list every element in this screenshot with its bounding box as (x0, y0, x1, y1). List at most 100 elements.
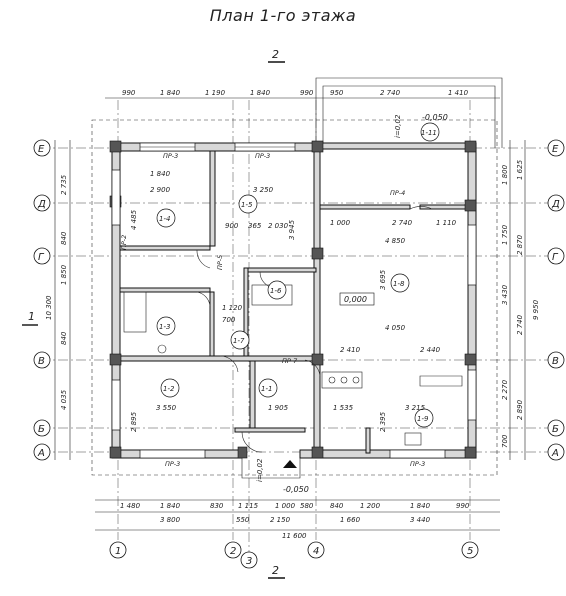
bottom-dim-r1-8: 1 840 (410, 502, 431, 510)
right-dim-3: 2 890 (516, 399, 524, 420)
interior-dim-17: 1 000 (330, 219, 351, 227)
top-dim-5: 950 (330, 89, 344, 97)
bottom-dim-r1-0: 1 480 (120, 502, 141, 510)
left-dim-2: 1 850 (60, 264, 68, 285)
interior-dim-12: 1 905 (268, 404, 289, 412)
section-mark-bottom: 2 (272, 564, 279, 577)
level-mark-main-box (339, 292, 375, 306)
left-dim-1: 840 (60, 231, 68, 245)
interior-dim-13: 1 535 (333, 404, 354, 412)
left-total: 10 300 (45, 295, 53, 320)
right-inner-dim-1: 1 750 (501, 224, 509, 245)
left-dim-3: 840 (60, 331, 68, 345)
room-label-1-3: 1-3 (159, 323, 170, 331)
room-label-1-8: 1-8 (393, 280, 405, 288)
interior-dim-19: 1 110 (436, 219, 457, 227)
fixtures (123, 284, 463, 446)
axis-label-v-left: В (38, 356, 45, 367)
bottom-dim-r2-4: 3 440 (410, 516, 431, 524)
interior-dim-4: 3 945 (288, 219, 296, 240)
axis-label-1: 1 (115, 546, 121, 557)
top-dim-3: 1 840 (250, 89, 271, 97)
partition-label-2: ПР-4 (390, 189, 405, 197)
dimension-lines (54, 97, 526, 531)
right-dim-0: 1 625 (516, 159, 524, 180)
slope-mark-top: i=0,02 (394, 114, 402, 138)
partition-label-6: ПР-7 (282, 357, 298, 365)
level-mark-entry: -0,050 (283, 485, 309, 494)
bottom-dim-r1-7: 1 200 (360, 502, 381, 510)
windows (111, 142, 477, 459)
axis-label-g-right: Г (552, 252, 559, 263)
page-title: План 1-го этажа (209, 6, 357, 25)
top-dim-6: 2 740 (380, 89, 401, 97)
section-mark-top: 2 (272, 48, 279, 61)
partition-label-7: ПР-5 (216, 255, 224, 270)
interior-dim-21: 365 (248, 222, 262, 230)
bottom-total: 11 600 (282, 532, 307, 540)
interior-dim-18: 2 740 (392, 219, 413, 227)
axis-bubbles-right (547, 139, 565, 461)
interior-dim-8: 4 050 (385, 324, 406, 332)
interior-dim-7: 3 695 (379, 269, 387, 290)
right-dim-1: 2 870 (516, 234, 524, 255)
door-swings (196, 206, 433, 453)
interior-dim-3: 4 485 (130, 209, 138, 230)
terrace-outline (315, 77, 503, 148)
axis-label-3: 3 (246, 556, 252, 567)
axis-label-e-left: Е (38, 144, 45, 155)
room-label-1-11: 1-11 (421, 129, 437, 137)
left-dim-4: 4 035 (60, 389, 68, 410)
axis-label-d-right: Д (551, 199, 560, 210)
axis-label-e-right: Е (552, 144, 559, 155)
bottom-dim-r1-4: 1 000 (275, 502, 296, 510)
room-label-1-7: 1-7 (233, 337, 245, 345)
right-total: 9 950 (532, 299, 540, 320)
top-dim-7: 1 410 (448, 89, 469, 97)
bottom-dim-r2-0: 3 800 (160, 516, 181, 524)
right-inner-dim-0: 1 800 (501, 164, 509, 185)
right-inner-dim-3: 2 270 (501, 379, 509, 400)
interior-dim-9: 2 410 (340, 346, 361, 354)
partition-label-3: ПР-2 (120, 235, 128, 250)
axis-label-v-right: В (552, 356, 559, 367)
room-label-1-4: 1-4 (159, 215, 170, 223)
room-markers (156, 122, 440, 428)
top-dim-1: 1 840 (160, 89, 181, 97)
partition-label-1: ПР-3 (255, 152, 270, 160)
top-dim-4: 990 (300, 89, 314, 97)
axis-bubbles-bottom (109, 541, 479, 569)
interior-dim-16: 2 895 (130, 411, 138, 432)
interior-dim-2: 3 250 (253, 186, 274, 194)
interior-dim-15: 2 395 (379, 411, 387, 432)
right-inner-dim-2: 3 430 (501, 284, 509, 305)
room-label-1-1: 1-1 (261, 385, 272, 393)
interior-dim-14: 3 215 (405, 404, 426, 412)
interior-dim-6: 4 850 (385, 237, 406, 245)
axis-label-4: 4 (313, 546, 319, 557)
axis-label-d-left: Д (37, 199, 46, 210)
left-dim-0: 2 735 (60, 174, 68, 195)
interior-dim-20: 900 (225, 222, 239, 230)
axis-label-g-left: Г (38, 252, 45, 263)
axis-label-b-left: Б (38, 424, 45, 435)
interior-dim-23: 700 (222, 316, 236, 324)
room-label-1-6: 1-6 (270, 287, 282, 295)
bottom-dim-r1-6: 840 (330, 502, 344, 510)
room-label-1-9: 1-9 (417, 415, 429, 423)
foundation-outline (91, 119, 498, 476)
partition-label-5: ПР-3 (410, 460, 425, 468)
axis-label-5: 5 (467, 546, 473, 557)
interior-dim-11: 3 550 (156, 404, 177, 412)
top-dim-0: 990 (122, 89, 136, 97)
bottom-dim-r1-9: 990 (456, 502, 470, 510)
section-mark-left: 1 (28, 310, 35, 323)
terrace-inner-outline (322, 85, 496, 148)
room-label-1-2: 1-2 (163, 385, 175, 393)
interior-dim-5: 2 030 (268, 222, 289, 230)
slope-mark-bottom: i=0,02 (256, 458, 264, 482)
bottom-dim-r2-2: 2 150 (270, 516, 291, 524)
entrance-porch (241, 458, 301, 479)
level-mark-main: 0,000 (344, 295, 367, 304)
